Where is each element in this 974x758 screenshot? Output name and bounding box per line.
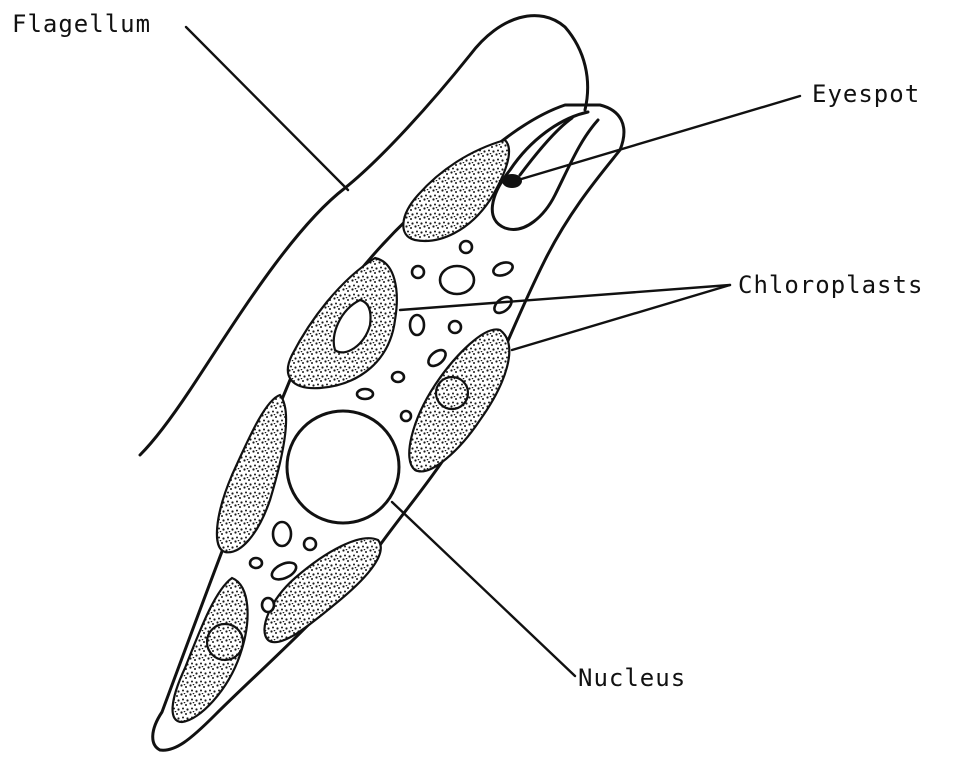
- granule: [357, 389, 373, 399]
- chloroplast-3: [409, 329, 509, 471]
- granule: [449, 321, 461, 333]
- granule: [304, 538, 316, 550]
- granule: [491, 294, 514, 316]
- granule: [410, 315, 424, 335]
- chloroplast-2: [288, 258, 397, 388]
- label-flagellum: Flagellum: [12, 10, 151, 38]
- nucleus: [287, 411, 399, 523]
- label-eyespot: Eyespot: [812, 80, 920, 108]
- granule: [460, 241, 472, 253]
- label-nucleus: Nucleus: [578, 664, 686, 692]
- granule: [492, 260, 515, 278]
- granule: [250, 558, 262, 568]
- granule: [262, 598, 274, 612]
- granule: [440, 266, 474, 294]
- granule: [401, 411, 411, 421]
- chloroplast-1: [403, 140, 509, 241]
- granule: [412, 266, 424, 278]
- leader-flagellum: [186, 27, 348, 190]
- granule: [392, 372, 404, 382]
- granule: [273, 522, 291, 546]
- eyespot-mark: [502, 174, 522, 188]
- granule: [425, 347, 448, 369]
- leader-nucleus: [392, 502, 575, 676]
- label-chloroplasts: Chloroplasts: [738, 271, 923, 299]
- leader-eyespot: [518, 96, 800, 180]
- leader-chloroplasts-b: [512, 285, 730, 350]
- chloroplast-5: [264, 538, 380, 642]
